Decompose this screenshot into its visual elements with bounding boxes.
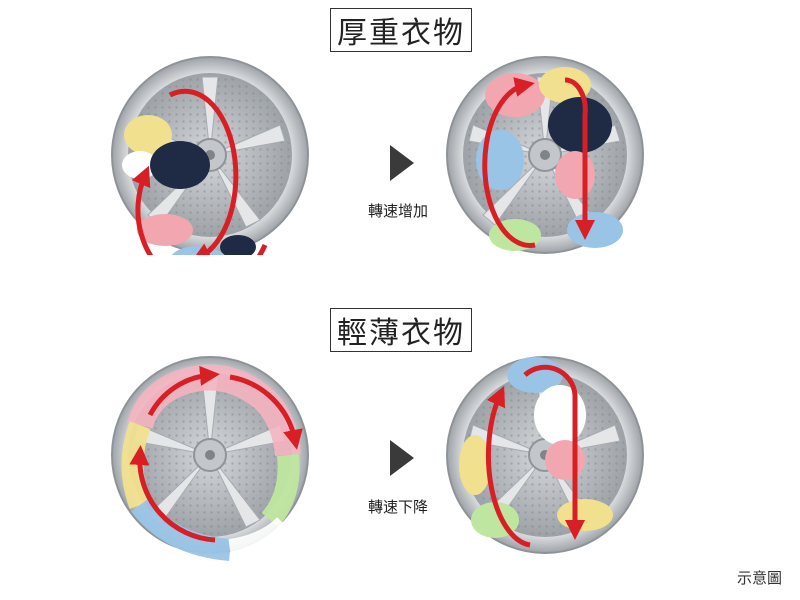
light-clothes-label: 輕薄衣物 xyxy=(330,308,472,352)
heavy-drum-before xyxy=(111,56,309,255)
rotation-arrow xyxy=(168,88,239,255)
rotation-arrow xyxy=(523,364,585,540)
rotation-arrow xyxy=(147,365,220,417)
light-drum-after xyxy=(446,356,644,554)
rotation-arrow xyxy=(564,77,595,240)
play-triangle-icon xyxy=(390,145,414,181)
heavy-clothes-pile xyxy=(122,115,256,255)
rotation-arrow xyxy=(229,374,303,450)
rotation-arrow xyxy=(482,77,536,248)
illustration-caption: 示意圖 xyxy=(736,569,782,587)
rotation-arrow xyxy=(131,165,268,255)
light-drum-before xyxy=(111,356,309,561)
rotation-arrow xyxy=(129,445,216,543)
play-triangle-icon xyxy=(390,440,414,476)
speed-decrease-text: 轉速下降 xyxy=(368,498,429,516)
heavy-clothes-label: 厚重衣物 xyxy=(330,8,472,52)
heavy-drum-after xyxy=(446,56,644,254)
speed-increase-text: 轉速增加 xyxy=(368,202,429,220)
rotation-arrow xyxy=(485,385,531,548)
